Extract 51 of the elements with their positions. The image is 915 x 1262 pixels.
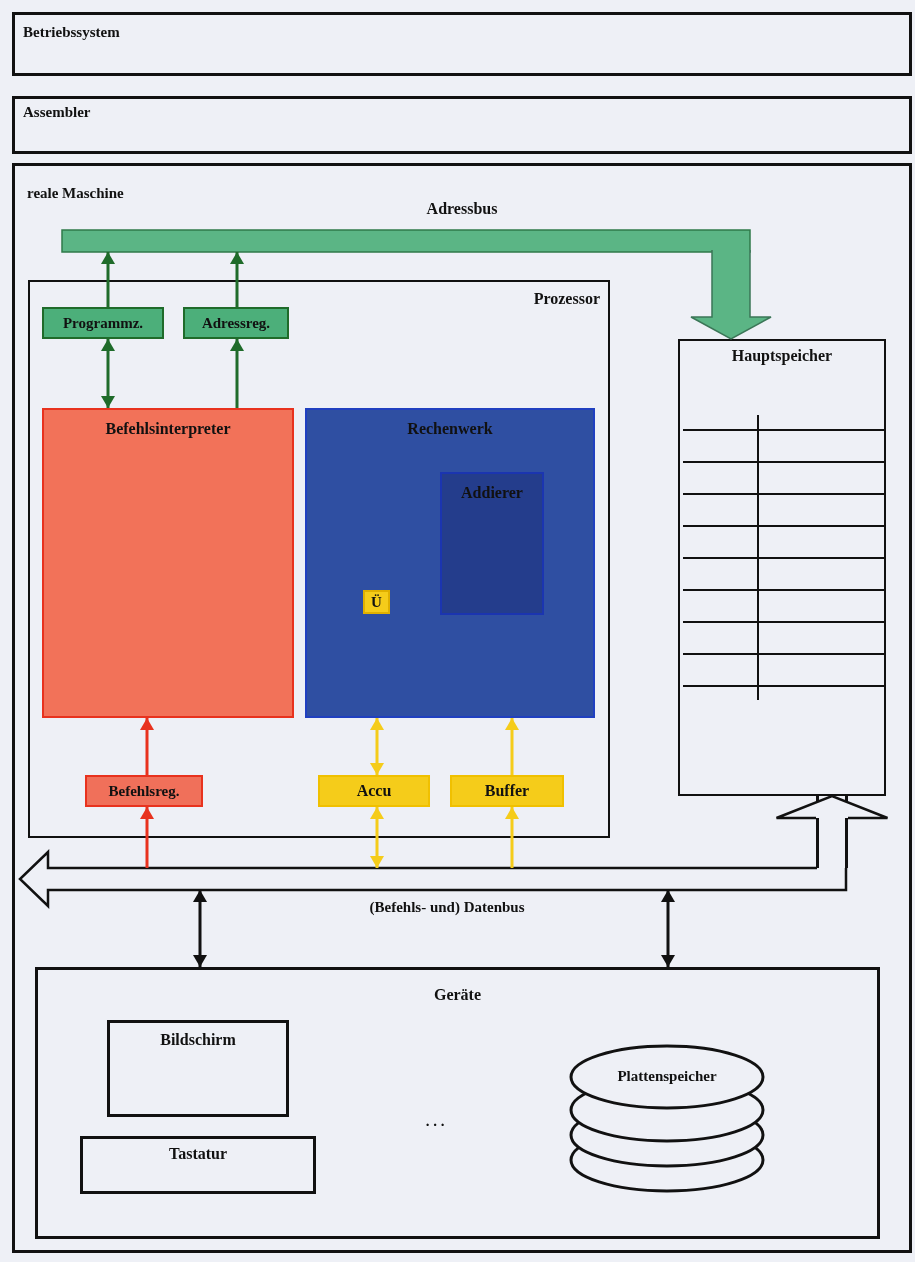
- interpreter-block: [42, 408, 294, 718]
- node-label: reale Maschine: [27, 184, 125, 202]
- arrow: [140, 718, 154, 775]
- layer-box: [12, 96, 912, 154]
- node-label: Adressreg.: [200, 314, 272, 332]
- node-label: (Befehls- und) Datenbus: [368, 898, 526, 916]
- bus-arrow: [690, 249, 772, 340]
- node-label: Betriebssystem: [23, 23, 121, 41]
- machine-box: [12, 163, 912, 1253]
- flag-box: [363, 590, 390, 614]
- node-label: Befehlsreg.: [107, 782, 181, 800]
- layer-box: [12, 12, 912, 76]
- node-label: Befehlsinterpreter: [104, 420, 232, 438]
- node-label: Ü: [370, 593, 383, 611]
- node-label: Bildschirm: [159, 1031, 237, 1049]
- node-label: Accu: [355, 782, 393, 800]
- arrow: [101, 252, 115, 307]
- arrow: [370, 718, 384, 775]
- register-box: [450, 775, 564, 807]
- register-box: [85, 775, 203, 807]
- arrow: [505, 718, 519, 775]
- memory-box: [678, 339, 886, 796]
- adder-block: [440, 472, 544, 615]
- arrow: [661, 890, 675, 967]
- register-box: [183, 307, 289, 339]
- monitor-box: [107, 1020, 289, 1117]
- node-label: Plattenspeicher: [616, 1067, 718, 1085]
- node-label: Assembler: [23, 103, 92, 121]
- register-box: [42, 307, 164, 339]
- node-label: Adressbus: [425, 200, 499, 218]
- arrow: [230, 339, 244, 408]
- arrow: [140, 807, 154, 868]
- node-label: Prozessor: [532, 290, 600, 308]
- node-label: Hauptspeicher: [730, 347, 834, 365]
- processor-box: [28, 280, 610, 838]
- arrow: [101, 339, 115, 408]
- node-label: Rechenwerk: [406, 420, 494, 438]
- alu-block: [305, 408, 595, 718]
- node-label: Geräte: [432, 986, 483, 1004]
- arrow: [370, 807, 384, 868]
- node-label: Tastatur: [167, 1145, 229, 1163]
- arrow: [193, 890, 207, 967]
- register-box: [318, 775, 430, 807]
- arrow: [230, 252, 244, 307]
- arrow: [505, 807, 519, 868]
- device-panel: [35, 967, 880, 1239]
- node-label: Addierer: [460, 484, 524, 502]
- ellipsis-label: . . .: [424, 1112, 446, 1130]
- node-label: Programmz.: [61, 314, 145, 332]
- keyboard-box: [80, 1136, 316, 1194]
- node-label: Buffer: [483, 782, 531, 800]
